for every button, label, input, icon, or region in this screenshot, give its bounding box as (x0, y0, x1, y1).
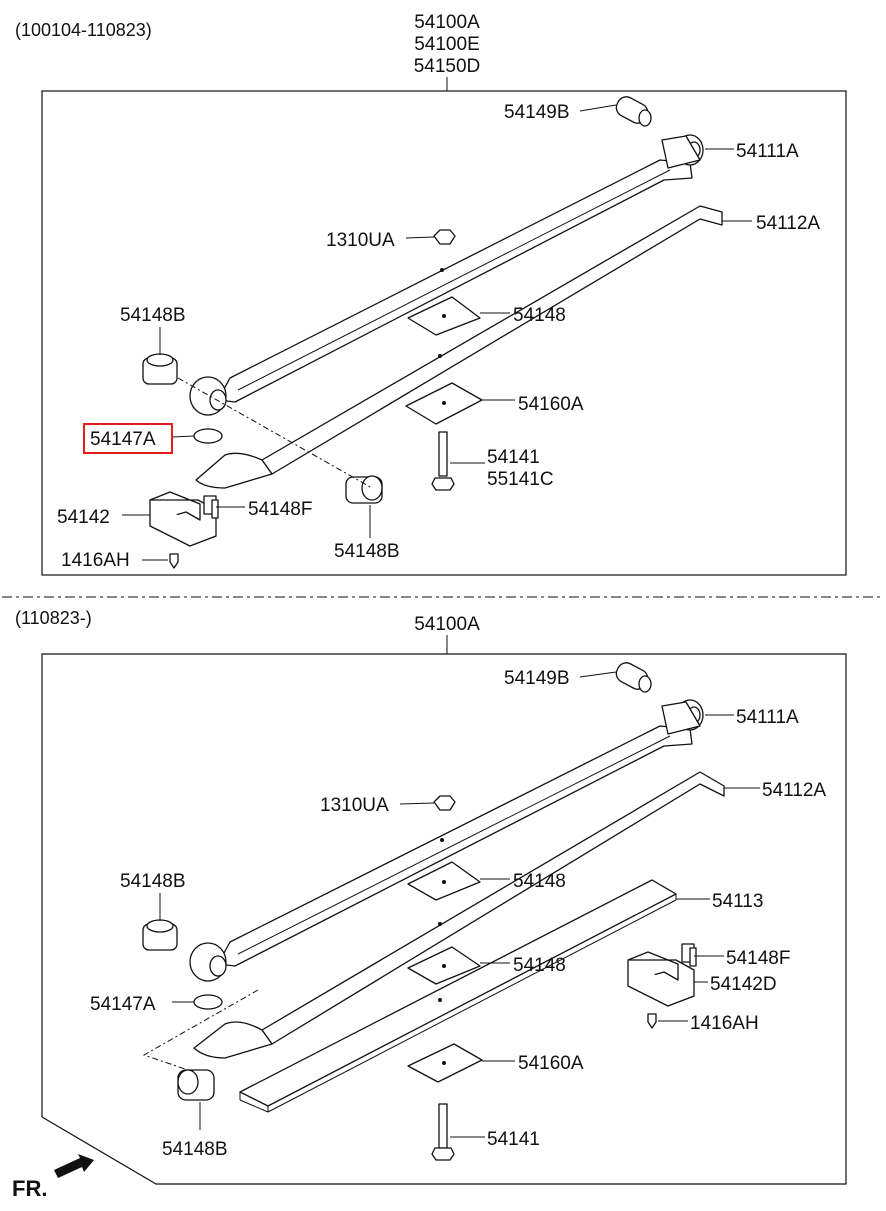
section-1: (100104-110823) 54100A 54100E 54150D (15, 12, 847, 576)
section-1-header-label-2: 54100E (414, 34, 480, 55)
label-1416ah: 1416AH (61, 550, 130, 571)
front-direction-indicator: FR. (12, 1154, 94, 1201)
label-54160a: 54160A (518, 394, 584, 415)
third-leaf-spring[interactable] (239, 879, 677, 1113)
clip-part-2[interactable] (681, 943, 697, 967)
nut-part[interactable] (433, 229, 456, 245)
label-54142d: 54142D (710, 974, 777, 995)
section-1-header-label-1: 54100A (414, 12, 480, 33)
left-bushing-2[interactable] (142, 919, 178, 951)
section-2-frame (41, 653, 847, 1185)
main-leaf-spring-2[interactable] (189, 699, 704, 982)
bolt-part-2[interactable] (431, 1103, 455, 1161)
label-54149b: 54149B (504, 102, 570, 123)
nut-part-2[interactable] (433, 795, 456, 811)
label-54148f: 54148F (248, 499, 312, 520)
upper-bush[interactable] (613, 94, 652, 127)
label-54148b-left: 54148B (120, 305, 186, 326)
highlight-box (83, 423, 173, 454)
label-54111a: 54111A (736, 141, 799, 162)
lower-bushing[interactable] (345, 475, 383, 504)
label-54141: 54141 (487, 447, 540, 468)
bracket-part-2[interactable] (627, 951, 695, 1007)
label-54148: 54148 (513, 305, 566, 326)
label-54147a[interactable]: 54147A (90, 429, 156, 450)
label-54149b-2: 54149B (504, 668, 570, 689)
label-1310ua: 1310UA (326, 230, 395, 251)
second-leaf-spring[interactable] (195, 205, 723, 489)
section-1-date-range: (100104-110823) (15, 20, 152, 40)
second-leaf-spring-2[interactable] (193, 771, 725, 1059)
label-1310ua-2: 1310UA (320, 795, 389, 816)
label-55141c: 55141C (487, 469, 554, 490)
label-54112a: 54112A (756, 213, 820, 234)
label-54147a-2[interactable]: 54147A (90, 994, 156, 1015)
section-1-frame (41, 90, 847, 576)
label-54148-upper: 54148 (513, 871, 566, 892)
label-54148b-lower: 54148B (334, 541, 400, 562)
fastener-part-2[interactable] (647, 1013, 657, 1029)
label-54148-lower: 54148 (513, 955, 566, 976)
label-54148b-left-2: 54148B (120, 871, 186, 892)
label-54142: 54142 (57, 507, 110, 528)
left-bushing[interactable] (142, 353, 178, 385)
clip-part[interactable] (203, 495, 219, 519)
lower-bushing-2[interactable] (177, 1069, 215, 1101)
label-54112a-2: 54112A (762, 780, 826, 801)
front-label: FR. (12, 1176, 47, 1201)
fastener-part[interactable] (169, 553, 179, 569)
label-54113: 54113 (712, 891, 763, 912)
upper-bush-2[interactable] (613, 660, 652, 693)
label-1416ah-2: 1416AH (690, 1013, 759, 1034)
front-arrow-icon (54, 1154, 94, 1178)
section-2: (110823-) 54100A (15, 608, 847, 1185)
section-2-date-range: (110823-) (15, 608, 92, 628)
section-2-header-label-1: 54100A (414, 614, 480, 635)
label-54141-2: 54141 (487, 1129, 540, 1150)
label-54148b-lower-2: 54148B (162, 1139, 228, 1160)
label-54111a-2: 54111A (736, 707, 799, 728)
main-leaf-spring[interactable] (189, 134, 704, 416)
label-54160a-2: 54160A (518, 1053, 584, 1074)
washer-part-2[interactable] (193, 994, 223, 1010)
label-54148f-2: 54148F (726, 948, 790, 969)
bolt-part[interactable] (431, 431, 455, 491)
section-1-header-label-3: 54150D (414, 56, 481, 77)
washer-part[interactable] (193, 428, 223, 444)
